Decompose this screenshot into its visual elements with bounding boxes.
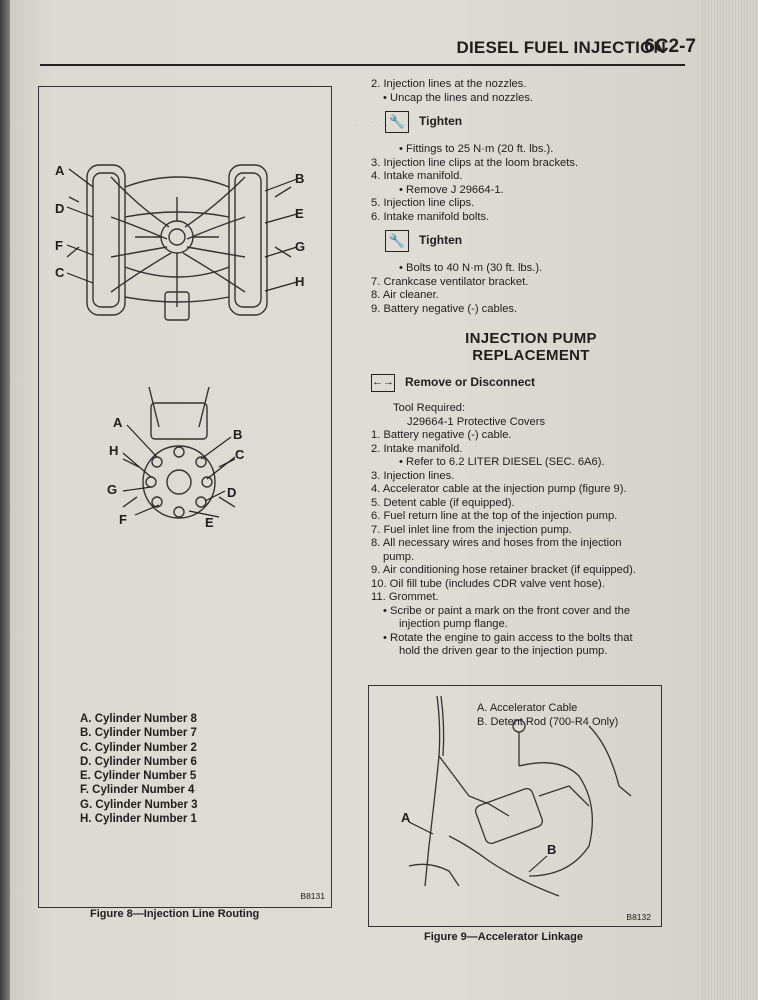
remove-callout: ←→ Remove or Disconnect bbox=[371, 374, 671, 392]
bleed-through: · · · · · · · · · · · · · · bbox=[330, 120, 413, 131]
engine-label-c: C bbox=[55, 265, 65, 280]
procedure-text: 2. Injection lines at the nozzles. • Unc… bbox=[371, 78, 671, 659]
step-line: 11. Grommet. bbox=[371, 591, 439, 603]
engine-label-b: B bbox=[295, 171, 305, 186]
wrench-icon: 🔧 bbox=[385, 230, 409, 252]
figure-8-id: B8131 bbox=[300, 891, 325, 901]
step-line: 7. Crankcase ventilator bracket. bbox=[371, 275, 529, 288]
remove-disconnect-icon: ←→ bbox=[371, 374, 395, 392]
pump-label-e: E bbox=[205, 515, 214, 530]
pump-label-g: G bbox=[107, 482, 118, 497]
step-line: injection pump flange. bbox=[399, 618, 508, 630]
legend-item: C. Cylinder Number 2 bbox=[80, 741, 197, 754]
section-title-line-1: INJECTION PUMP bbox=[465, 330, 597, 347]
step-line: • Bolts to 40 N·m (30 ft. lbs.). bbox=[399, 262, 543, 274]
step-line: 2. Intake manifold. bbox=[371, 442, 463, 455]
figure-8-frame: A B D E F G C H A B H C G D F E B8131 bbox=[38, 86, 332, 908]
step-line: 3. Injection line clips at the loom brac… bbox=[371, 156, 579, 169]
pump-label-d: D bbox=[227, 485, 237, 500]
step-line: 5. Detent cable (if equipped). bbox=[371, 496, 515, 509]
pump-label-a: A bbox=[113, 415, 123, 430]
engine-label-h: H bbox=[295, 274, 305, 289]
step-line: 3. Injection lines. bbox=[371, 469, 455, 482]
pump-label-c: C bbox=[235, 447, 245, 462]
tool-name: J29664-1 Protective Covers bbox=[407, 415, 546, 428]
legend-item: A. Cylinder Number 8 bbox=[80, 713, 197, 725]
figure-8-caption: Figure 8—Injection Line Routing bbox=[90, 908, 260, 920]
legend-item: B. Cylinder Number 7 bbox=[80, 727, 197, 740]
header-rule bbox=[40, 64, 685, 66]
step-line: 9. Air conditioning hose retainer bracke… bbox=[371, 564, 636, 576]
section-title-line-2: REPLACEMENT bbox=[472, 347, 590, 364]
pump-label-f: F bbox=[119, 512, 127, 527]
tighten-label: Tighten bbox=[419, 114, 463, 129]
legend-item: D. Cylinder Number 6 bbox=[80, 755, 197, 768]
figure-9-legend-b: B. Detent Rod (700-R4 Only) bbox=[477, 716, 619, 728]
step-line: 4. Accelerator cable at the injection pu… bbox=[371, 483, 627, 495]
step-line: • Uncap the lines and nozzles. bbox=[383, 91, 534, 104]
figure-9-id: B8132 bbox=[626, 912, 651, 922]
step-line: • Refer to 6.2 LITER DIESEL (SEC. 6A6). bbox=[399, 456, 605, 468]
engine-label-g: G bbox=[295, 239, 306, 254]
tighten-callout-2: 🔧 Tighten bbox=[385, 230, 671, 252]
page-stack-edge bbox=[700, 0, 758, 1000]
figure-9-label-b: B bbox=[547, 842, 557, 857]
pump-label-h: H bbox=[109, 443, 119, 458]
step-line: 9. Battery negative (-) cables. bbox=[371, 302, 518, 315]
remove-label: Remove or Disconnect bbox=[405, 375, 536, 390]
step-line: 7. Fuel inlet line from the injection pu… bbox=[371, 523, 572, 536]
figure-9-caption: Figure 9—Accelerator Linkage bbox=[424, 931, 583, 943]
page-header-title: DIESEL FUEL INJECTION bbox=[456, 38, 666, 57]
cylinder-legend: A. Cylinder Number 8 B. Cylinder Number … bbox=[80, 712, 198, 826]
section-title: INJECTION PUMP REPLACEMENT bbox=[391, 330, 671, 364]
injection-line-diagram bbox=[66, 164, 298, 519]
page-number: 6C2-7 bbox=[644, 36, 696, 57]
legend-item: H. Cylinder Number 1 bbox=[80, 813, 197, 826]
wrench-icon: 🔧 bbox=[385, 111, 409, 133]
step-line: 8. All necessary wires and hoses from th… bbox=[371, 537, 622, 549]
accelerator-linkage-diagram bbox=[408, 695, 632, 897]
step-line: 1. Battery negative (-) cable. bbox=[371, 429, 512, 441]
legend-item: E. Cylinder Number 5 bbox=[80, 770, 197, 783]
engine-label-f: F bbox=[55, 238, 63, 253]
step-line: hold the driven gear to the injection pu… bbox=[399, 645, 608, 657]
step-line: 10. Oil fill tube (includes CDR valve ve… bbox=[371, 577, 605, 590]
engine-label-d: D bbox=[55, 201, 65, 216]
figure-9-legend-a: A. Accelerator Cable bbox=[477, 702, 578, 714]
step-line: 6. Intake manifold bolts. bbox=[371, 210, 490, 223]
step-line: 2. Injection lines at the nozzles. bbox=[371, 78, 527, 90]
step-line: 5. Injection line clips. bbox=[371, 197, 475, 209]
step-line: pump. bbox=[383, 550, 415, 563]
figure-9-frame: A. Accelerator Cable B. Detent Rod (700-… bbox=[368, 685, 662, 927]
engine-label-a: A bbox=[55, 163, 65, 178]
step-line: • Scribe or paint a mark on the front co… bbox=[383, 604, 631, 617]
legend-item: G. Cylinder Number 3 bbox=[80, 798, 198, 811]
manual-page bbox=[10, 0, 710, 1000]
tighten-label: Tighten bbox=[419, 233, 463, 248]
legend-item: F. Cylinder Number 4 bbox=[80, 784, 195, 797]
step-line: 8. Air cleaner. bbox=[371, 289, 439, 301]
step-line: • Fittings to 25 N·m (20 ft. lbs.). bbox=[399, 143, 554, 155]
step-line: • Remove J 29664-1. bbox=[399, 183, 504, 196]
step-line: • Rotate the engine to gain access to th… bbox=[383, 631, 633, 644]
step-line: 6. Fuel return line at the top of the in… bbox=[371, 510, 618, 522]
tool-required-label: Tool Required: bbox=[393, 402, 466, 414]
step-line: 4. Intake manifold. bbox=[371, 170, 463, 182]
figure-9-label-a: A bbox=[401, 810, 411, 825]
engine-label-e: E bbox=[295, 206, 304, 221]
pump-label-b: B bbox=[233, 427, 243, 442]
tighten-callout-1: 🔧 Tighten bbox=[385, 111, 671, 133]
